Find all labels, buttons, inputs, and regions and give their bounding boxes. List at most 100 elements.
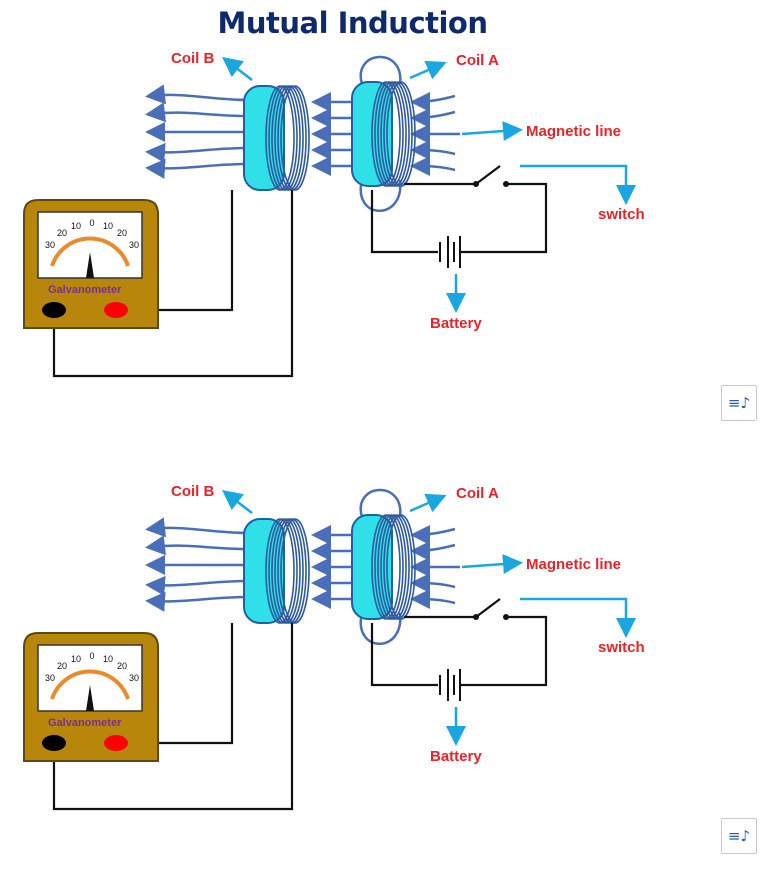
switch-label: switch (598, 639, 645, 656)
coil-b-winding (271, 85, 301, 191)
coil-a-winding (371, 514, 401, 620)
magnetic-field-line (145, 591, 249, 612)
switch-pointer-arrow (520, 597, 636, 638)
wire-coil-b-to-red-terminal (128, 190, 234, 312)
wire-battery-to-coil-a (370, 623, 438, 687)
coil-a-winding (380, 81, 410, 187)
galvanometer-label: Galvanometer (48, 717, 122, 729)
magnetic-field-line (410, 524, 456, 545)
coil-b-winding (268, 85, 298, 191)
black-terminal (42, 302, 66, 318)
switch-terminal (503, 181, 509, 187)
galvanometer-scale-tick-label: 10 (103, 654, 113, 664)
magnetic-field-line (145, 517, 249, 538)
coil-a-winding (377, 514, 407, 620)
coil-b-winding (265, 85, 295, 191)
coil-a-winding (371, 81, 401, 187)
field-loop-bottom (359, 612, 402, 645)
coil-b-winding (274, 518, 304, 624)
coil-a-winding (386, 514, 416, 620)
audio-note-icon: ≡♪ (727, 827, 751, 845)
wire-coil-b-to-black-terminal (52, 190, 294, 378)
switch-pointer-arrow (520, 164, 636, 205)
coil-a-winding (374, 514, 404, 620)
coil-b-pointer-arrow (222, 489, 253, 514)
galvanometer-scale-arc (50, 236, 130, 267)
coil-b-winding (265, 518, 295, 624)
coil-a-winding (383, 81, 413, 187)
galvanometer-scale-tick-label: 0 (89, 218, 94, 228)
battery-label: Battery (430, 315, 482, 332)
galvanometer-scale-arc (50, 669, 130, 700)
red-terminal (104, 302, 128, 318)
field-loop-top (359, 55, 402, 85)
wire-switch-to-battery (460, 182, 548, 254)
switch-lever (475, 598, 501, 618)
black-terminal (42, 735, 66, 751)
coil-a-winding (377, 81, 407, 187)
magnetic-field-line (145, 84, 249, 105)
magnetic-field-line (145, 575, 249, 596)
magnetic-field-line (410, 156, 456, 177)
galvanometer-scale-tick-label: 10 (71, 221, 81, 231)
galvanometer-scale-tick-label: 30 (129, 673, 139, 683)
magnetic-field-line (145, 142, 249, 163)
galvanometer-label: Galvanometer (48, 284, 122, 296)
coil-b-winding (274, 85, 304, 191)
switch-lever (475, 165, 501, 185)
coil-a-label: Coil A (456, 52, 499, 69)
magnetic-line-pointer-arrow (461, 121, 523, 142)
coil-a-pointer-arrow (409, 60, 447, 80)
magnetic-field-line (410, 91, 456, 112)
field-loop-top (359, 488, 402, 518)
battery-label: Battery (430, 748, 482, 765)
galvanometer-scale-tick-label: 20 (57, 228, 67, 238)
galvanometer-scale-tick-label: 10 (103, 221, 113, 231)
magnetic-line-label: Magnetic line (526, 123, 622, 140)
audio-play-button[interactable]: ≡♪ (721, 385, 757, 421)
magnetic-line-label: Magnetic line (526, 556, 622, 573)
audio-note-icon: ≡♪ (727, 394, 751, 412)
galvanometer-scale-tick-label: 30 (129, 240, 139, 250)
magnetic-line-pointer-arrow (461, 554, 523, 575)
galvanometer-scale-tick-label: 30 (45, 673, 55, 683)
galvanometer-scale-tick-label: 0 (89, 651, 94, 661)
galvanometer-needle (86, 685, 94, 711)
field-loop-bottom (359, 179, 402, 212)
switch-terminal (503, 614, 509, 620)
coil-b-winding (280, 518, 310, 624)
galvanometer-scale-tick-label: 20 (57, 661, 67, 671)
galvanometer-scale-tick-label: 30 (45, 240, 55, 250)
wire-battery-to-coil-a (370, 190, 438, 254)
galvanometer-scale-tick-label: 10 (71, 654, 81, 664)
red-terminal (104, 735, 128, 751)
coil-b-label: Coil B (171, 50, 215, 67)
coil-a-label: Coil A (456, 485, 499, 502)
magnetic-field-line (410, 573, 456, 594)
wire-switch-to-battery (460, 615, 548, 687)
audio-play-button[interactable]: ≡♪ (721, 818, 757, 854)
magnetic-field-line (410, 589, 456, 610)
wire-coil-b-to-red-terminal (128, 623, 234, 745)
coil-a-winding (383, 514, 413, 620)
magnetic-field-line (410, 540, 456, 561)
coil-b-winding (280, 85, 310, 191)
wire-coil-b-to-black-terminal (52, 623, 294, 811)
coil-b-pointer-arrow (222, 56, 253, 81)
coil-a-winding (380, 514, 410, 620)
magnetic-field-line (145, 535, 249, 556)
coil-a-winding (374, 81, 404, 187)
magnetic-field-line (145, 158, 249, 179)
magnetic-field-line (410, 107, 456, 128)
diagram-title: Mutual Induction (217, 6, 488, 40)
coil-b-winding (268, 518, 298, 624)
switch-label: switch (598, 206, 645, 223)
coil-a-winding (386, 81, 416, 187)
coil-a-pointer-arrow (409, 493, 447, 513)
galvanometer-scale-tick-label: 20 (117, 228, 127, 238)
magnetic-field-line (410, 140, 456, 161)
magnetic-field-line (145, 102, 249, 123)
coil-b-label: Coil B (171, 483, 215, 500)
